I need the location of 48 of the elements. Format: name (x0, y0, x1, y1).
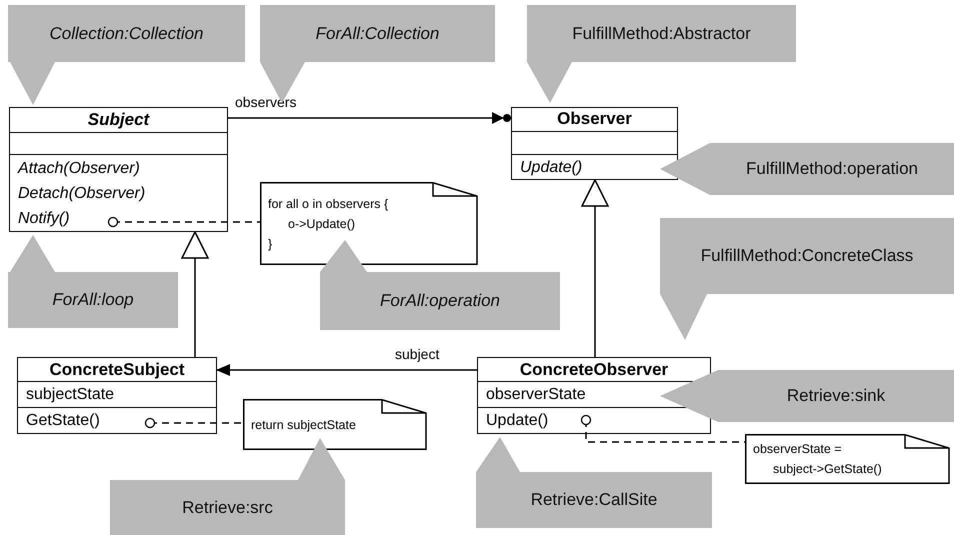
callout (320, 240, 560, 330)
note-text: return subjectState (251, 416, 357, 434)
callout-text: ForAll:Collection (316, 22, 440, 45)
callout-text: FulfillMethod:operation (746, 158, 918, 180)
member-text: Detach(Observer) (17, 184, 146, 204)
member-text: subjectState (25, 385, 116, 405)
note-text: } (268, 236, 274, 253)
generalization-arrow (581, 179, 609, 357)
callout-text: Retrieve:src (182, 496, 273, 519)
class-box (9, 107, 228, 232)
note (243, 399, 427, 450)
note-link (580, 414, 745, 443)
callout-text: ForAll:loop (52, 289, 134, 312)
note (745, 434, 950, 484)
class-name: Subject (86, 108, 151, 131)
association-arrow (228, 112, 511, 124)
class-name: ConcreteSubject (48, 358, 186, 380)
note-link (108, 216, 260, 228)
class-box (17, 357, 217, 434)
member-text: observerState (485, 385, 587, 405)
member-text: Attach(Observer) (16, 158, 141, 179)
callout (8, 235, 178, 328)
callout (110, 438, 345, 535)
callout-text: ForAll:operation (380, 290, 500, 312)
note-text: for all o in observers { (268, 196, 390, 213)
callout (660, 143, 954, 195)
note-text: subject->GetState() (772, 461, 883, 478)
edge-label: subject (393, 346, 442, 362)
callout-text: Collection:Collection (49, 22, 204, 45)
member-text: Update() (519, 158, 584, 178)
note-text: o->Update() (287, 216, 356, 233)
callout-text: Retrieve:sink (786, 385, 886, 408)
class-name: Observer (556, 108, 633, 130)
callout (476, 437, 712, 528)
callout-text: Retrieve:CallSite (530, 489, 658, 512)
edge-label: observers (233, 94, 298, 110)
callout (527, 5, 796, 103)
callout (660, 218, 954, 340)
callout-text: FulfillMethod:ConcreteClass (700, 245, 914, 268)
generalization-arrow (181, 231, 209, 357)
member-text: GetState() (25, 411, 101, 431)
note-link (144, 418, 243, 428)
note (260, 182, 478, 265)
member-text: Update() (485, 411, 550, 431)
class-name: ConcreteObserver (518, 358, 670, 380)
callout-text: FulfillMethod:Abstractor (572, 22, 751, 45)
member-text: Notify() (17, 208, 71, 229)
note-text: observerState = (753, 441, 843, 458)
